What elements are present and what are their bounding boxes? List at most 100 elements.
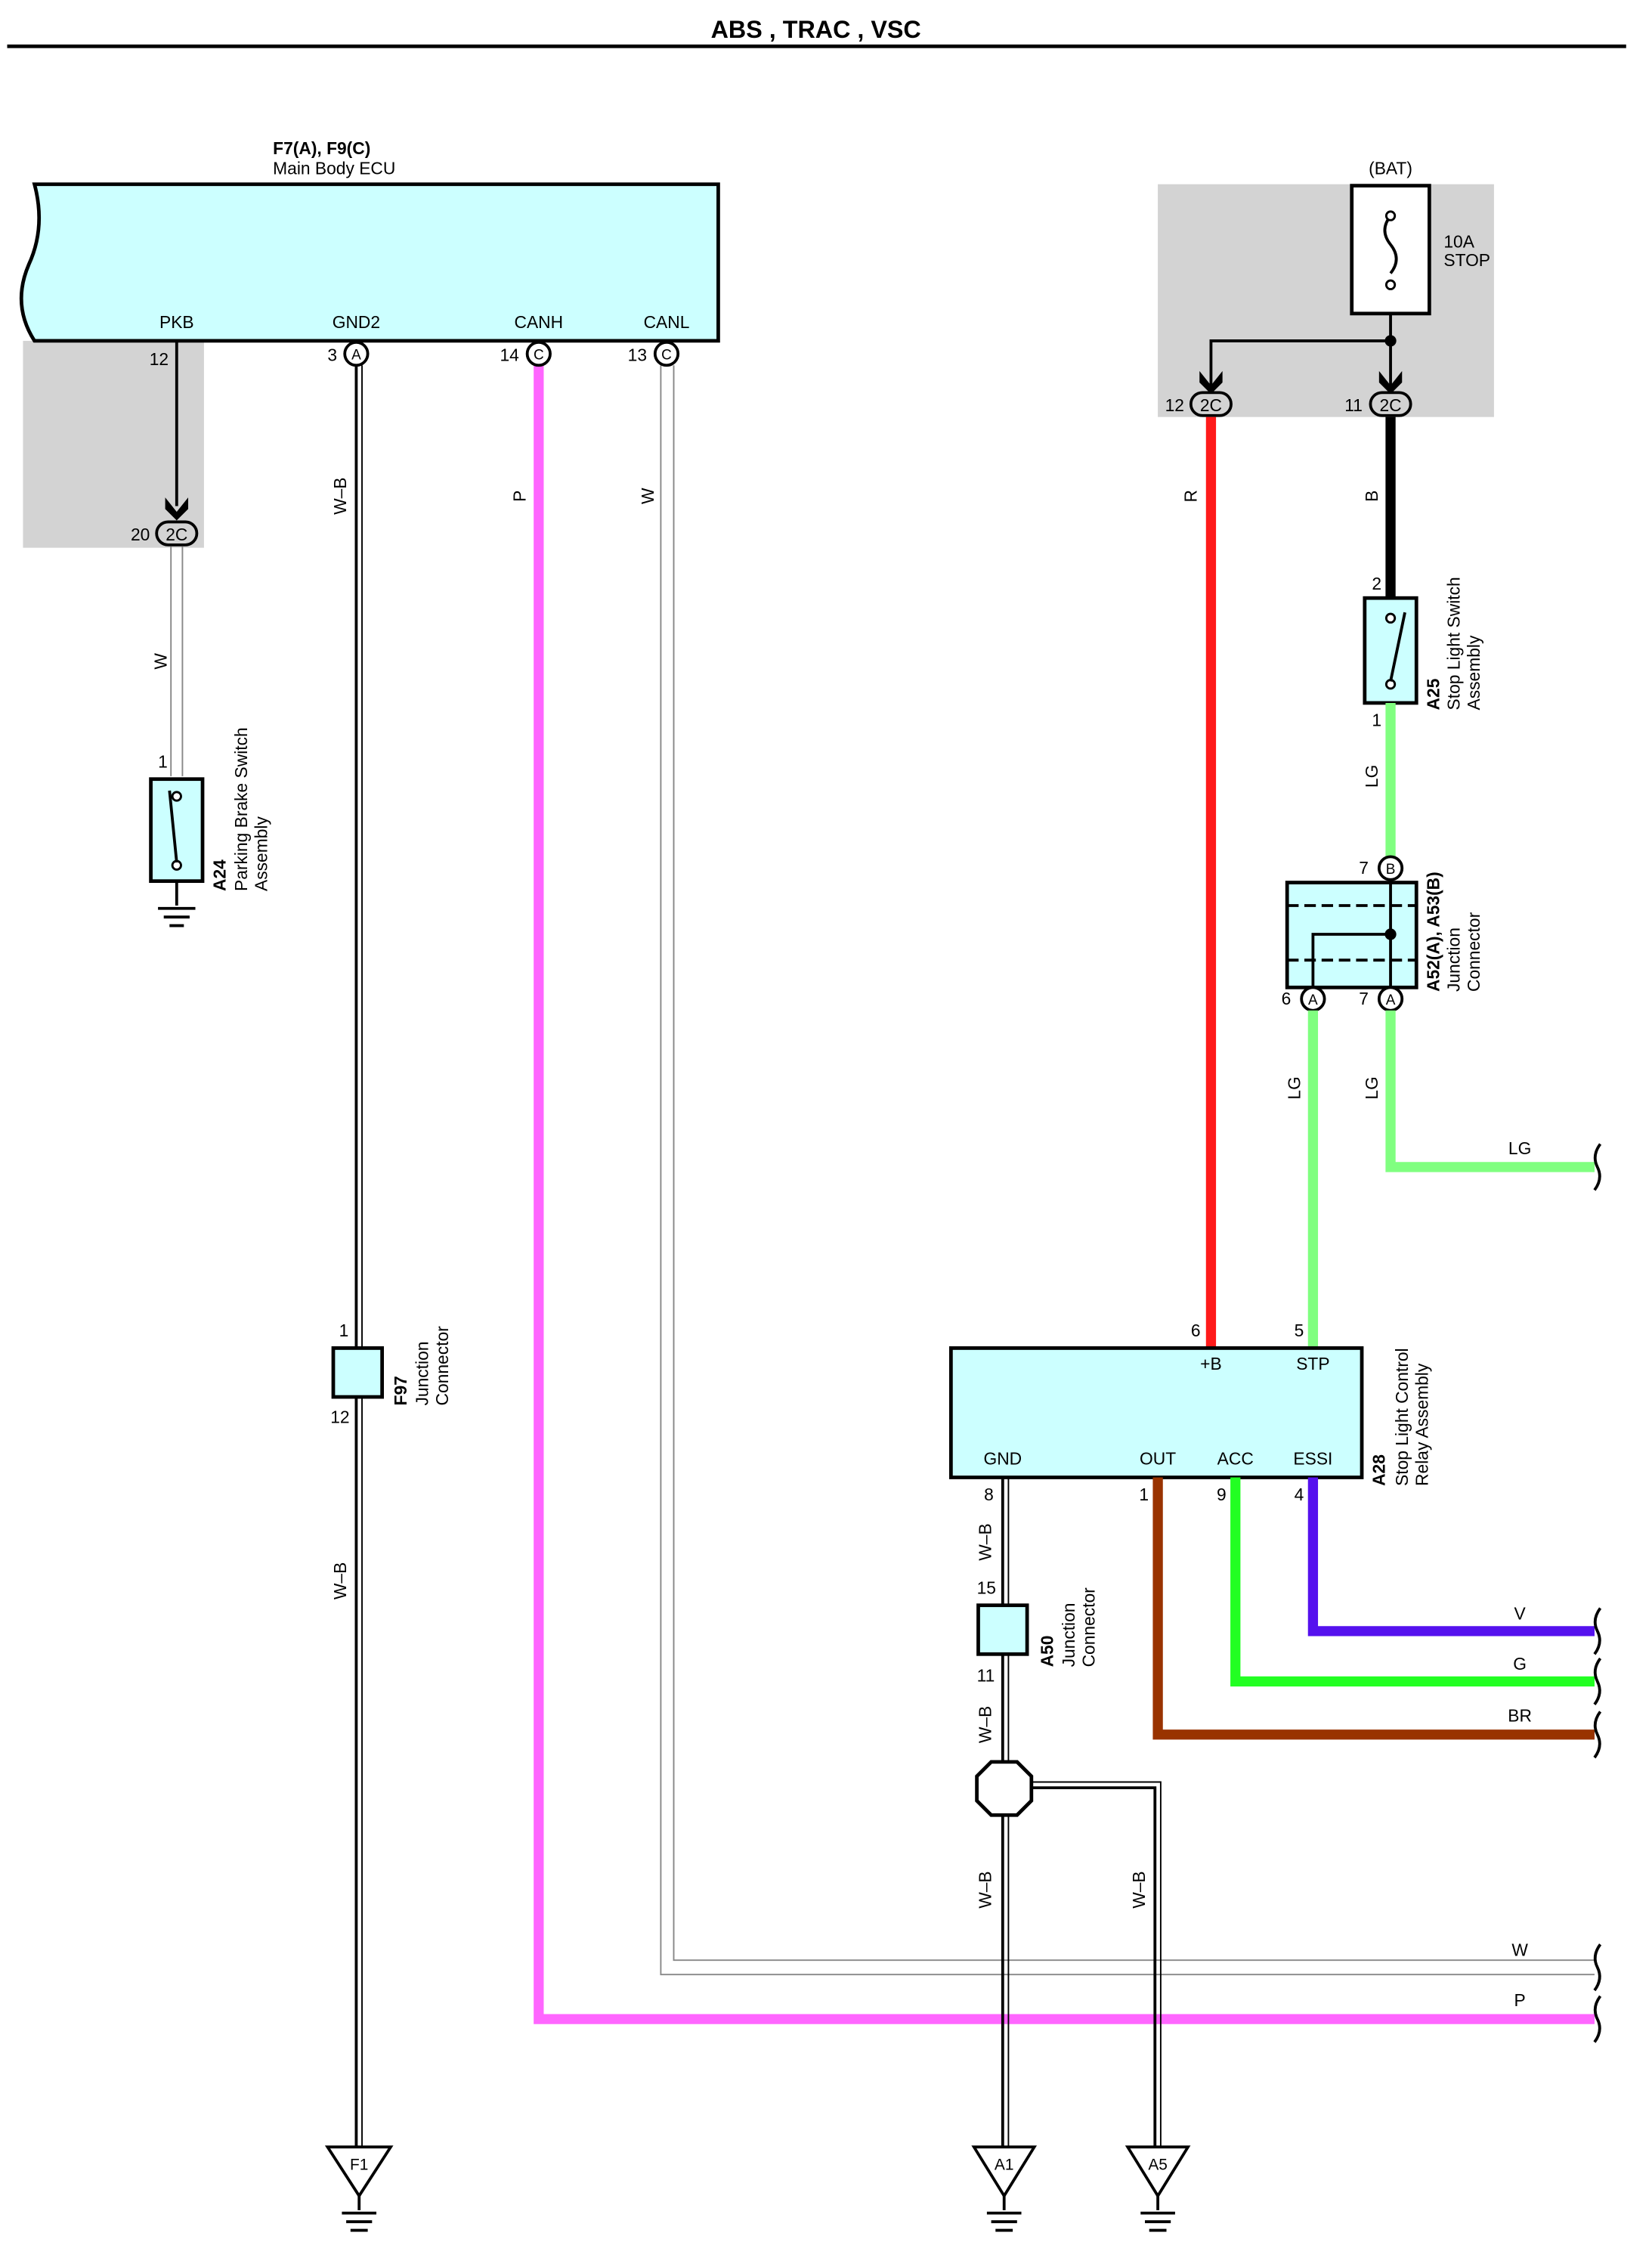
- a24-name-2: Assembly: [252, 816, 271, 891]
- fuse-pin-12: 12: [1165, 395, 1184, 415]
- violet-wire: [1307, 1477, 1595, 1637]
- gnd2-lower-wire-color: W–B: [330, 1562, 350, 1599]
- brown-wire: [1152, 1477, 1595, 1740]
- a50-out-wire-color: W–B: [976, 1706, 995, 1743]
- ground-a1-icon: [971, 2145, 1038, 2232]
- red-wire-color: R: [1180, 490, 1200, 502]
- pkb-arrow-icon: [165, 497, 189, 521]
- ecu-terminal-pkb: PKB: [159, 312, 194, 332]
- ground-f1-label: F1: [350, 2157, 368, 2174]
- ground-a5-icon: [1125, 2145, 1191, 2232]
- w-out-label: W: [1511, 1940, 1528, 1960]
- ecu-conn-canh: [525, 340, 552, 367]
- a52-name-1: Junction: [1443, 927, 1463, 992]
- fuse-conn-12-label: 2C: [1200, 395, 1222, 415]
- a52-a6-wire-color: LG: [1284, 1076, 1304, 1099]
- ecu-pin-canh: 14: [500, 345, 520, 365]
- ecu-conn-canh-label: C: [534, 348, 544, 364]
- lg-wire-a7: [1385, 1010, 1595, 1172]
- a50-code: A50: [1037, 1636, 1056, 1667]
- fuse-arrow-12-icon: [1199, 370, 1223, 395]
- a24-ground-icon: [158, 906, 196, 927]
- fuse-element-icon: [1383, 215, 1398, 274]
- ecu-terminal-canh: CANH: [515, 312, 564, 332]
- a28-pin-6: 6: [1191, 1321, 1201, 1340]
- a1-wire-color: W–B: [976, 1871, 995, 1908]
- jb-connector-20: [155, 520, 199, 547]
- ecu-pin-canl: 13: [628, 345, 647, 365]
- lg-out-label: LG: [1508, 1138, 1531, 1158]
- a24-pin: 1: [158, 751, 168, 771]
- ground-f1-icon: [324, 2145, 394, 2232]
- f97-name-1: Junction: [412, 1342, 432, 1406]
- ecu-terminal-gnd2: GND2: [333, 312, 380, 332]
- a25-pin-bottom: 1: [1372, 710, 1381, 729]
- gnd2-wire-color: W–B: [330, 478, 350, 515]
- a24-contact-top: [171, 791, 182, 802]
- a52-code: A52(A), A53(B): [1424, 872, 1443, 992]
- f97-name-2: Connector: [432, 1326, 452, 1406]
- ecu-code: F7(A), F9(C): [273, 138, 370, 158]
- fuse-source: (BAT): [1369, 158, 1412, 178]
- fuse-arrow-11-icon: [1378, 370, 1403, 395]
- ecu-conn-gnd2-label: A: [351, 348, 361, 364]
- canl-white-wire-inner: [673, 365, 1595, 1962]
- a28-name-2: Relay Assembly: [1412, 1363, 1431, 1486]
- a28-gnd-wire-color: W–B: [976, 1523, 995, 1560]
- a52-name-2: Connector: [1464, 912, 1483, 992]
- ecu-name: Main Body ECU: [273, 158, 395, 178]
- f97-code: F97: [391, 1376, 410, 1405]
- g-out-label: G: [1513, 1654, 1527, 1674]
- f97-pin-bottom: 12: [330, 1407, 349, 1426]
- a28-terminal-stp: STP: [1296, 1354, 1329, 1373]
- a24-switch-blade: [168, 790, 178, 863]
- a52-conn-a6-label: A: [1308, 992, 1318, 1008]
- a5-wire-outline: [1005, 1781, 1162, 2147]
- a28-terminal-gnd: GND: [983, 1448, 1022, 1468]
- ecu-terminal-canl: CANL: [644, 312, 690, 332]
- fuse-conn-11-label: 2C: [1379, 395, 1401, 415]
- a28-terminal-b: +B: [1200, 1354, 1222, 1373]
- a28-pin-5: 5: [1295, 1321, 1304, 1340]
- a28-relay-box: [948, 1346, 1364, 1479]
- jb-pin-20: 20: [131, 525, 150, 544]
- a52-conn-a7-label: A: [1386, 992, 1396, 1008]
- a52-conn-b-label: B: [1386, 862, 1396, 878]
- fuse-conn-11: [1369, 391, 1412, 417]
- f97-pin-top: 1: [339, 1321, 349, 1340]
- fuse-name: STOP: [1443, 250, 1490, 270]
- a52-pin-a7: 7: [1359, 989, 1369, 1008]
- br-out-label: BR: [1508, 1706, 1532, 1726]
- a28-terminal-out: OUT: [1140, 1448, 1176, 1468]
- a25-name-1: Stop Light Switch: [1443, 577, 1463, 710]
- pkb-wire-color: W: [151, 653, 171, 670]
- jb-connector-20-label: 2C: [166, 525, 187, 544]
- a50-pin-top: 15: [977, 1578, 996, 1597]
- a28-pin-9: 9: [1217, 1485, 1227, 1504]
- ground-a1-label: A1: [995, 2157, 1014, 2174]
- continuation-break-icons: [1593, 1143, 1602, 2043]
- a25-name-2: Assembly: [1464, 635, 1483, 710]
- ecu-pin-pkb: 12: [150, 349, 169, 369]
- a25-contact-top: [1384, 612, 1397, 624]
- page-title: ABS , TRAC , VSC: [711, 16, 921, 43]
- fuse-contact-bottom: [1384, 279, 1397, 290]
- a28-pin-1: 1: [1139, 1485, 1149, 1504]
- canh-pink-wire: [534, 365, 1595, 2024]
- main-body-ecu-box: [19, 182, 720, 343]
- a28-terminal-essi: ESSI: [1293, 1448, 1332, 1468]
- fuse-pin-11: 11: [1344, 395, 1363, 415]
- a25-out-wire-color: LG: [1362, 765, 1381, 788]
- a52-conn-b: [1377, 855, 1404, 881]
- fuse-rating: 10A: [1443, 231, 1474, 251]
- a52-a7-wire-color: LG: [1362, 1076, 1381, 1099]
- v-out-label: V: [1514, 1604, 1527, 1624]
- black-wire-color: B: [1362, 491, 1381, 502]
- p-out-label: P: [1514, 1990, 1526, 2010]
- a24-code: A24: [209, 859, 229, 891]
- a5-wire-black: [1005, 1786, 1157, 2147]
- canl-wire-color: W: [638, 488, 657, 504]
- fuse-contact-top: [1384, 210, 1397, 221]
- ecu-conn-canl: [653, 340, 680, 367]
- a28-pin-4: 4: [1295, 1485, 1304, 1504]
